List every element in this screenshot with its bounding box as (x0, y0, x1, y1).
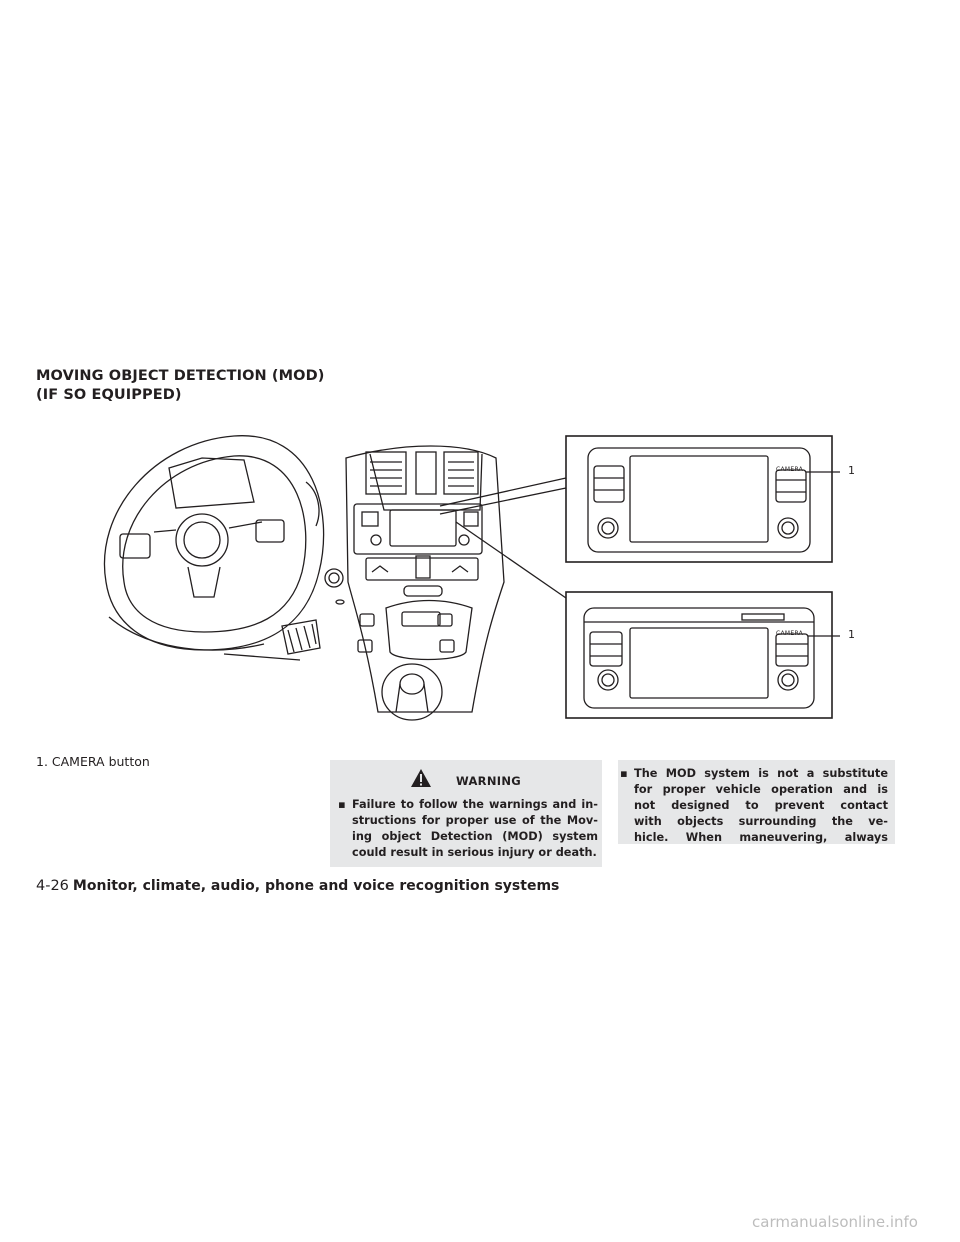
callout-leader-lines (439, 477, 567, 599)
dashboard-illustration: CAMERA CAMERA 1 1 (84, 422, 855, 722)
continued-line-1: The MOD system is not a substitute (634, 767, 888, 780)
watermark: carmanualsonline.info (752, 1213, 918, 1231)
steering-wheel (103, 435, 325, 651)
warning-header: WARNING (330, 768, 602, 792)
warning-triangle-icon (411, 769, 431, 787)
continued-bullet: ▪ The MOD system is not a substitute for… (620, 766, 888, 846)
warning-line-2: structions for proper use of the Mov- (352, 814, 598, 827)
bullet-dot: ▪ (620, 767, 628, 780)
bullet-dot: ▪ (338, 798, 346, 811)
warning-line-1: Failure to follow the warnings and in- (352, 798, 598, 811)
floor-pedal (223, 619, 321, 661)
callout-number-bottom: 1 (848, 628, 855, 641)
page-number: 4-26 (36, 878, 69, 894)
continued-line-4: with objects surrounding the ve- (634, 815, 888, 828)
warning-panel: WARNING (330, 760, 602, 867)
center-console (345, 445, 505, 721)
callout-number-top: 1 (848, 464, 855, 477)
section-heading: MOVING OBJECT DETECTION (MOD) (IF SO EQU… (36, 367, 324, 405)
footer-section-title: Monitor, climate, audio, phone and voice… (72, 878, 560, 894)
warning-label: WARNING (456, 774, 521, 788)
section-heading-line2: (IF SO EQUIPPED) (36, 387, 182, 403)
continued-warning-panel (618, 760, 895, 844)
section-heading-line1: MOVING OBJECT DETECTION (MOD) (36, 368, 325, 384)
head-unit-inset-top (565, 435, 840, 563)
head-unit-inset-bottom (565, 591, 840, 719)
start-button-illustration (324, 568, 345, 605)
continued-line-3: not designed to prevent contact (634, 799, 888, 812)
figure-caption: 1. CAMERA button (36, 754, 150, 769)
warning-line-3: ing object Detection (MOD) system (352, 830, 598, 843)
dashboard-line-drawing (103, 435, 840, 721)
warning-line-4: could result in serious injury or death. (352, 846, 597, 859)
continued-line-5: hicle. When maneuvering, always (634, 831, 888, 844)
warning-bullet: ▪ Failure to follow the warnings and in-… (338, 797, 598, 861)
camera-label-top: CAMERA (776, 466, 804, 473)
camera-label-bottom: CAMERA (776, 630, 804, 637)
continued-line-2: for proper vehicle operation and is (634, 783, 888, 796)
